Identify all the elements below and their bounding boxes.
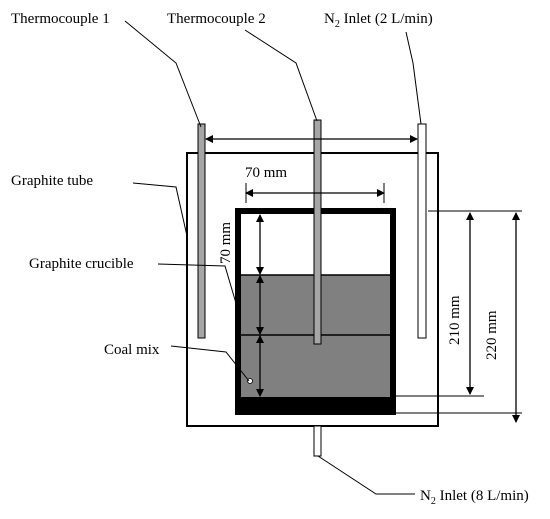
label-n2-inlet-top: N2 Inlet (2 L/min) bbox=[324, 11, 433, 30]
thermocouple-1-leader bbox=[124, 20, 202, 128]
label-graphite-tube: Graphite tube bbox=[11, 173, 93, 189]
n2-inlet-top-tube bbox=[417, 123, 427, 339]
dim-crucible-width: 70 mm bbox=[245, 165, 287, 181]
coal-mix-leader bbox=[170, 345, 250, 382]
label-thermocouple-1: Thermocouple 1 bbox=[11, 11, 110, 27]
label-n2-inlet-bottom: N2 Inlet (8 L/min) bbox=[420, 488, 529, 507]
thermocouple-2-leader bbox=[244, 29, 318, 122]
coal-particle bbox=[247, 378, 253, 384]
dim-tube-height: 220 mm bbox=[484, 310, 500, 360]
graphite-tube-leader bbox=[132, 182, 188, 237]
label-thermocouple-2: Thermocouple 2 bbox=[167, 11, 266, 27]
label-coal-mix: Coal mix bbox=[104, 342, 160, 358]
label-graphite-crucible: Graphite crucible bbox=[29, 256, 134, 272]
thermocouple-1-rod bbox=[197, 123, 206, 339]
thermocouple-2-rod bbox=[313, 119, 322, 345]
n2-inlet-top-leader bbox=[405, 31, 422, 125]
n2-inlet-bottom-tube bbox=[313, 425, 322, 457]
graphite-tube bbox=[186, 152, 439, 427]
dim-spacing-vertical: 70 mm bbox=[218, 222, 234, 264]
n2-inlet-bottom-leader bbox=[317, 455, 415, 495]
crucible-base bbox=[235, 397, 396, 414]
graphite-crucible-leader bbox=[157, 263, 239, 311]
dim-crucible-height: 210 mm bbox=[447, 295, 463, 345]
